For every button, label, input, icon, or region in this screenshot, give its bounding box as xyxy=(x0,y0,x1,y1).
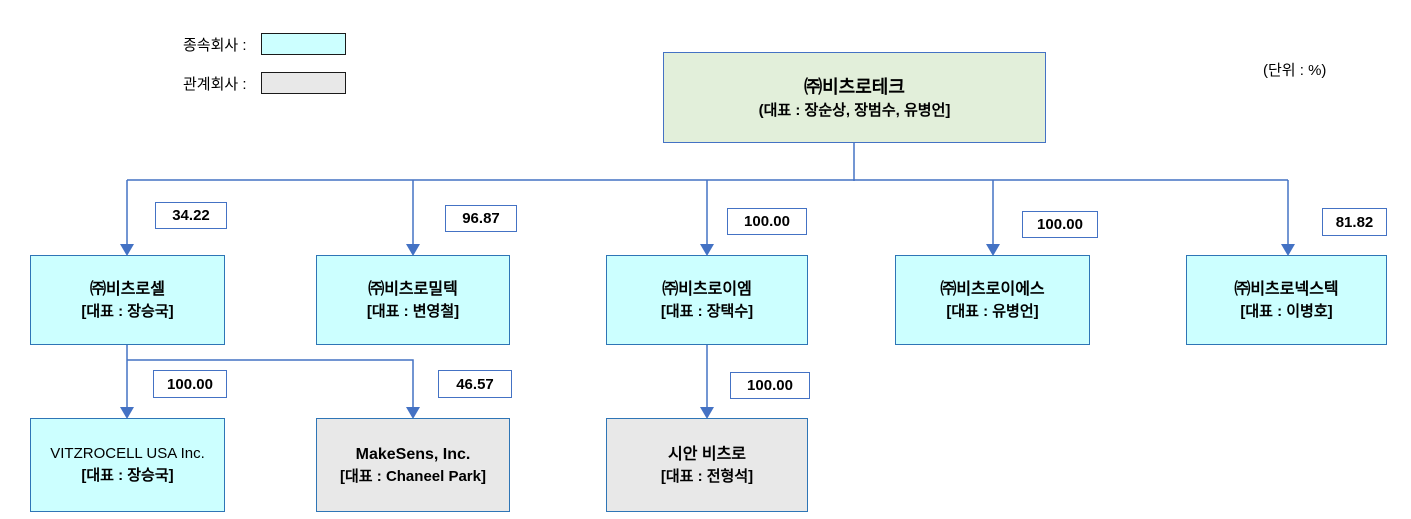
legend-item-subsidiary: 종속회사 : xyxy=(183,32,346,56)
node-sian-vitzro: 시안 비츠로 [대표 : 전형석] xyxy=(606,418,808,512)
node-vitzro-nextech: ㈜비츠로넥스텍 [대표 : 이병호] xyxy=(1186,255,1387,345)
company-ceo: [대표 : 변영철] xyxy=(366,302,460,320)
ownership-label-vitzro-miltech: 96.87 xyxy=(445,205,517,232)
node-vitzrocell: ㈜비츠로셀 [대표 : 장승국] xyxy=(30,255,225,345)
company-name: MakeSens, Inc. xyxy=(355,445,471,463)
node-vitzrocell-usa: VITZROCELL USA Inc. [대표 : 장승국] xyxy=(30,418,225,512)
ownership-label-vitzro-em: 100.00 xyxy=(727,208,807,235)
company-name: ㈜비츠로넥스텍 xyxy=(1234,280,1339,298)
company-ceo: [대표 : 장택수] xyxy=(660,302,754,320)
ownership-label-makesens: 46.57 xyxy=(438,370,512,398)
unit-label: (단위 : %) xyxy=(1263,62,1327,79)
company-name: ㈜비츠로밀텍 xyxy=(368,280,458,298)
legend-label-affiliate: 관계회사 : xyxy=(183,75,247,93)
ownership-label-sian-vitzro: 100.00 xyxy=(730,372,810,399)
company-ceo: [대표 : Chaneel Park] xyxy=(340,467,486,485)
company-ceo: [대표 : 유병언] xyxy=(946,302,1039,320)
ownership-label-vitzro-es: 100.00 xyxy=(1022,211,1098,238)
legend-swatch-affiliate xyxy=(260,72,346,94)
company-name: ㈜비츠로이엠 xyxy=(662,280,752,298)
company-ceo: (대표 : 장순상, 장범수, 유병언] xyxy=(758,101,951,119)
company-name: VITZROCELL USA Inc. xyxy=(50,445,205,463)
legend-item-affiliate: 관계회사 : xyxy=(183,71,346,95)
company-name: ㈜비츠로테크 xyxy=(804,76,905,97)
ownership-label-vitzro-nextech: 81.82 xyxy=(1322,208,1387,236)
company-ceo: [대표 : 이병호] xyxy=(1240,302,1333,320)
legend-swatch-subsidiary xyxy=(260,33,346,55)
company-ceo: [대표 : 장승국] xyxy=(81,467,174,484)
company-name: ㈜비츠로셀 xyxy=(90,280,165,298)
ownership-label-vitzrocell: 34.22 xyxy=(155,202,227,229)
company-ceo: [대표 : 전형석] xyxy=(660,467,754,485)
legend-label-subsidiary: 종속회사 : xyxy=(183,36,247,54)
company-name: ㈜비츠로이에스 xyxy=(940,280,1045,298)
node-vitzrotech: ㈜비츠로테크 (대표 : 장순상, 장범수, 유병언] xyxy=(663,52,1046,143)
company-ceo: [대표 : 장승국] xyxy=(81,302,174,320)
ownership-label-vitzrocell-usa: 100.00 xyxy=(153,370,227,398)
node-vitzro-em: ㈜비츠로이엠 [대표 : 장택수] xyxy=(606,255,808,345)
node-makesens: MakeSens, Inc. [대표 : Chaneel Park] xyxy=(316,418,510,512)
node-vitzro-miltech: ㈜비츠로밀텍 [대표 : 변영철] xyxy=(316,255,510,345)
company-name: 시안 비츠로 xyxy=(667,445,747,463)
node-vitzro-es: ㈜비츠로이에스 [대표 : 유병언] xyxy=(895,255,1090,345)
